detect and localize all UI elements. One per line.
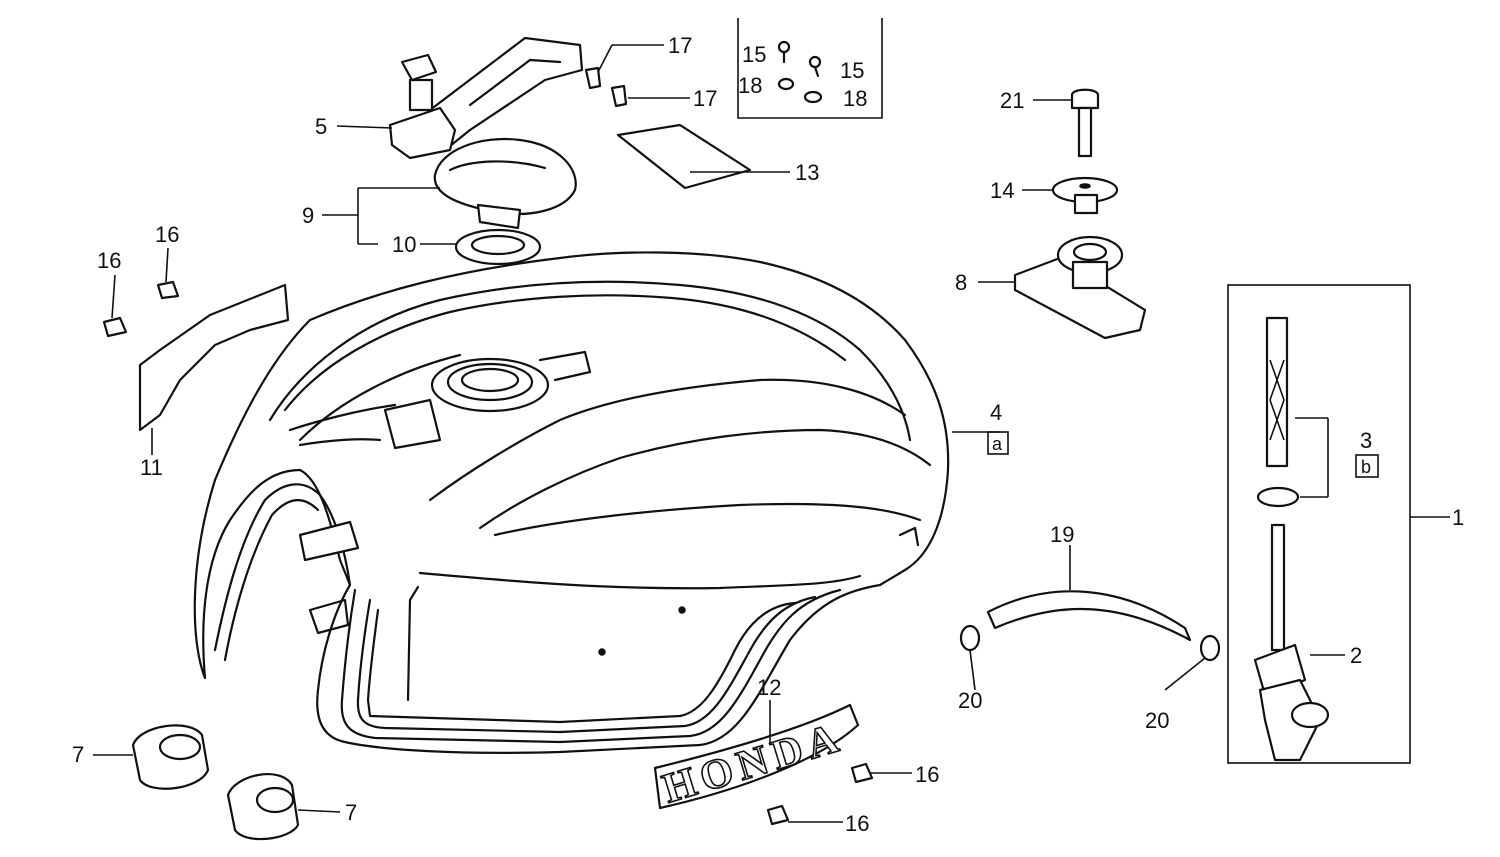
- callout-labels: 1 2 3 b 4 a 5 7 7 8 9 10 11 12 13 14 15 …: [72, 33, 1464, 836]
- label-4: 4: [990, 400, 1002, 425]
- label-18-right: 18: [843, 86, 867, 111]
- label-9: 9: [302, 203, 314, 228]
- label-7-left: 7: [72, 742, 84, 767]
- side-bracket-11: [138, 283, 290, 432]
- label-3: 3: [1360, 428, 1372, 453]
- label-11: 11: [140, 455, 163, 480]
- label-12: 12: [757, 675, 781, 700]
- label-17-top: 17: [668, 33, 692, 58]
- label-16-emblem-bottom: 16: [845, 811, 869, 836]
- label-16-emblem-top: 16: [915, 762, 939, 787]
- fuel-cap: [433, 138, 577, 266]
- fuel-hose-19: [986, 590, 1192, 642]
- screw-16b: [156, 280, 180, 300]
- bolt-17a: [584, 66, 602, 90]
- label-10: 10: [392, 232, 416, 257]
- screw-16a: [102, 316, 128, 338]
- label-1: 1: [1452, 505, 1464, 530]
- screw-15b: [808, 55, 822, 78]
- washer-18b: [803, 90, 823, 104]
- label-16-bracket-right: 16: [155, 222, 179, 247]
- screw-15a: [777, 40, 791, 64]
- collar-14: [1051, 176, 1119, 215]
- label-20-right: 20: [1145, 708, 1169, 733]
- leader-lines: [93, 44, 1450, 823]
- label-17-bottom: 17: [693, 86, 717, 111]
- cap-lock-assembly: [388, 36, 584, 160]
- screw-16c: [850, 762, 874, 784]
- label-20-left: 20: [958, 688, 982, 713]
- bolt-17b: [610, 84, 628, 108]
- fuel-valve-body: [1253, 523, 1330, 762]
- label-3-suffix: b: [1361, 457, 1371, 477]
- label-4-suffix: a: [992, 434, 1003, 454]
- label-16-bracket-left: 16: [97, 248, 121, 273]
- label-5: 5: [315, 114, 327, 139]
- screw-box: [737, 18, 883, 119]
- label-19: 19: [1050, 522, 1074, 547]
- clip-20a: [959, 624, 981, 652]
- fuel-valve-box: [1227, 284, 1411, 764]
- label-15-right: 15: [840, 58, 864, 83]
- label-13: 13: [795, 160, 819, 185]
- bolt-21: [1070, 88, 1100, 158]
- grommet-7b: [226, 773, 300, 841]
- caution-label: [616, 123, 752, 190]
- rear-mount-rubber-8: [1013, 235, 1147, 340]
- fuel-strainer: [1265, 316, 1289, 468]
- label-18-left: 18: [738, 73, 762, 98]
- grommet-7a: [131, 724, 210, 790]
- label-14: 14: [990, 178, 1014, 203]
- o-ring-washer: [1256, 486, 1300, 508]
- label-7-right: 7: [345, 800, 357, 825]
- screw-16d: [766, 804, 790, 826]
- label-8: 8: [955, 270, 967, 295]
- label-2: 2: [1350, 643, 1362, 668]
- label-15-left: 15: [742, 42, 766, 67]
- label-21: 21: [1000, 88, 1024, 113]
- fuel-tank: [193, 251, 950, 754]
- washer-18a: [777, 77, 795, 91]
- clip-20b: [1199, 634, 1221, 662]
